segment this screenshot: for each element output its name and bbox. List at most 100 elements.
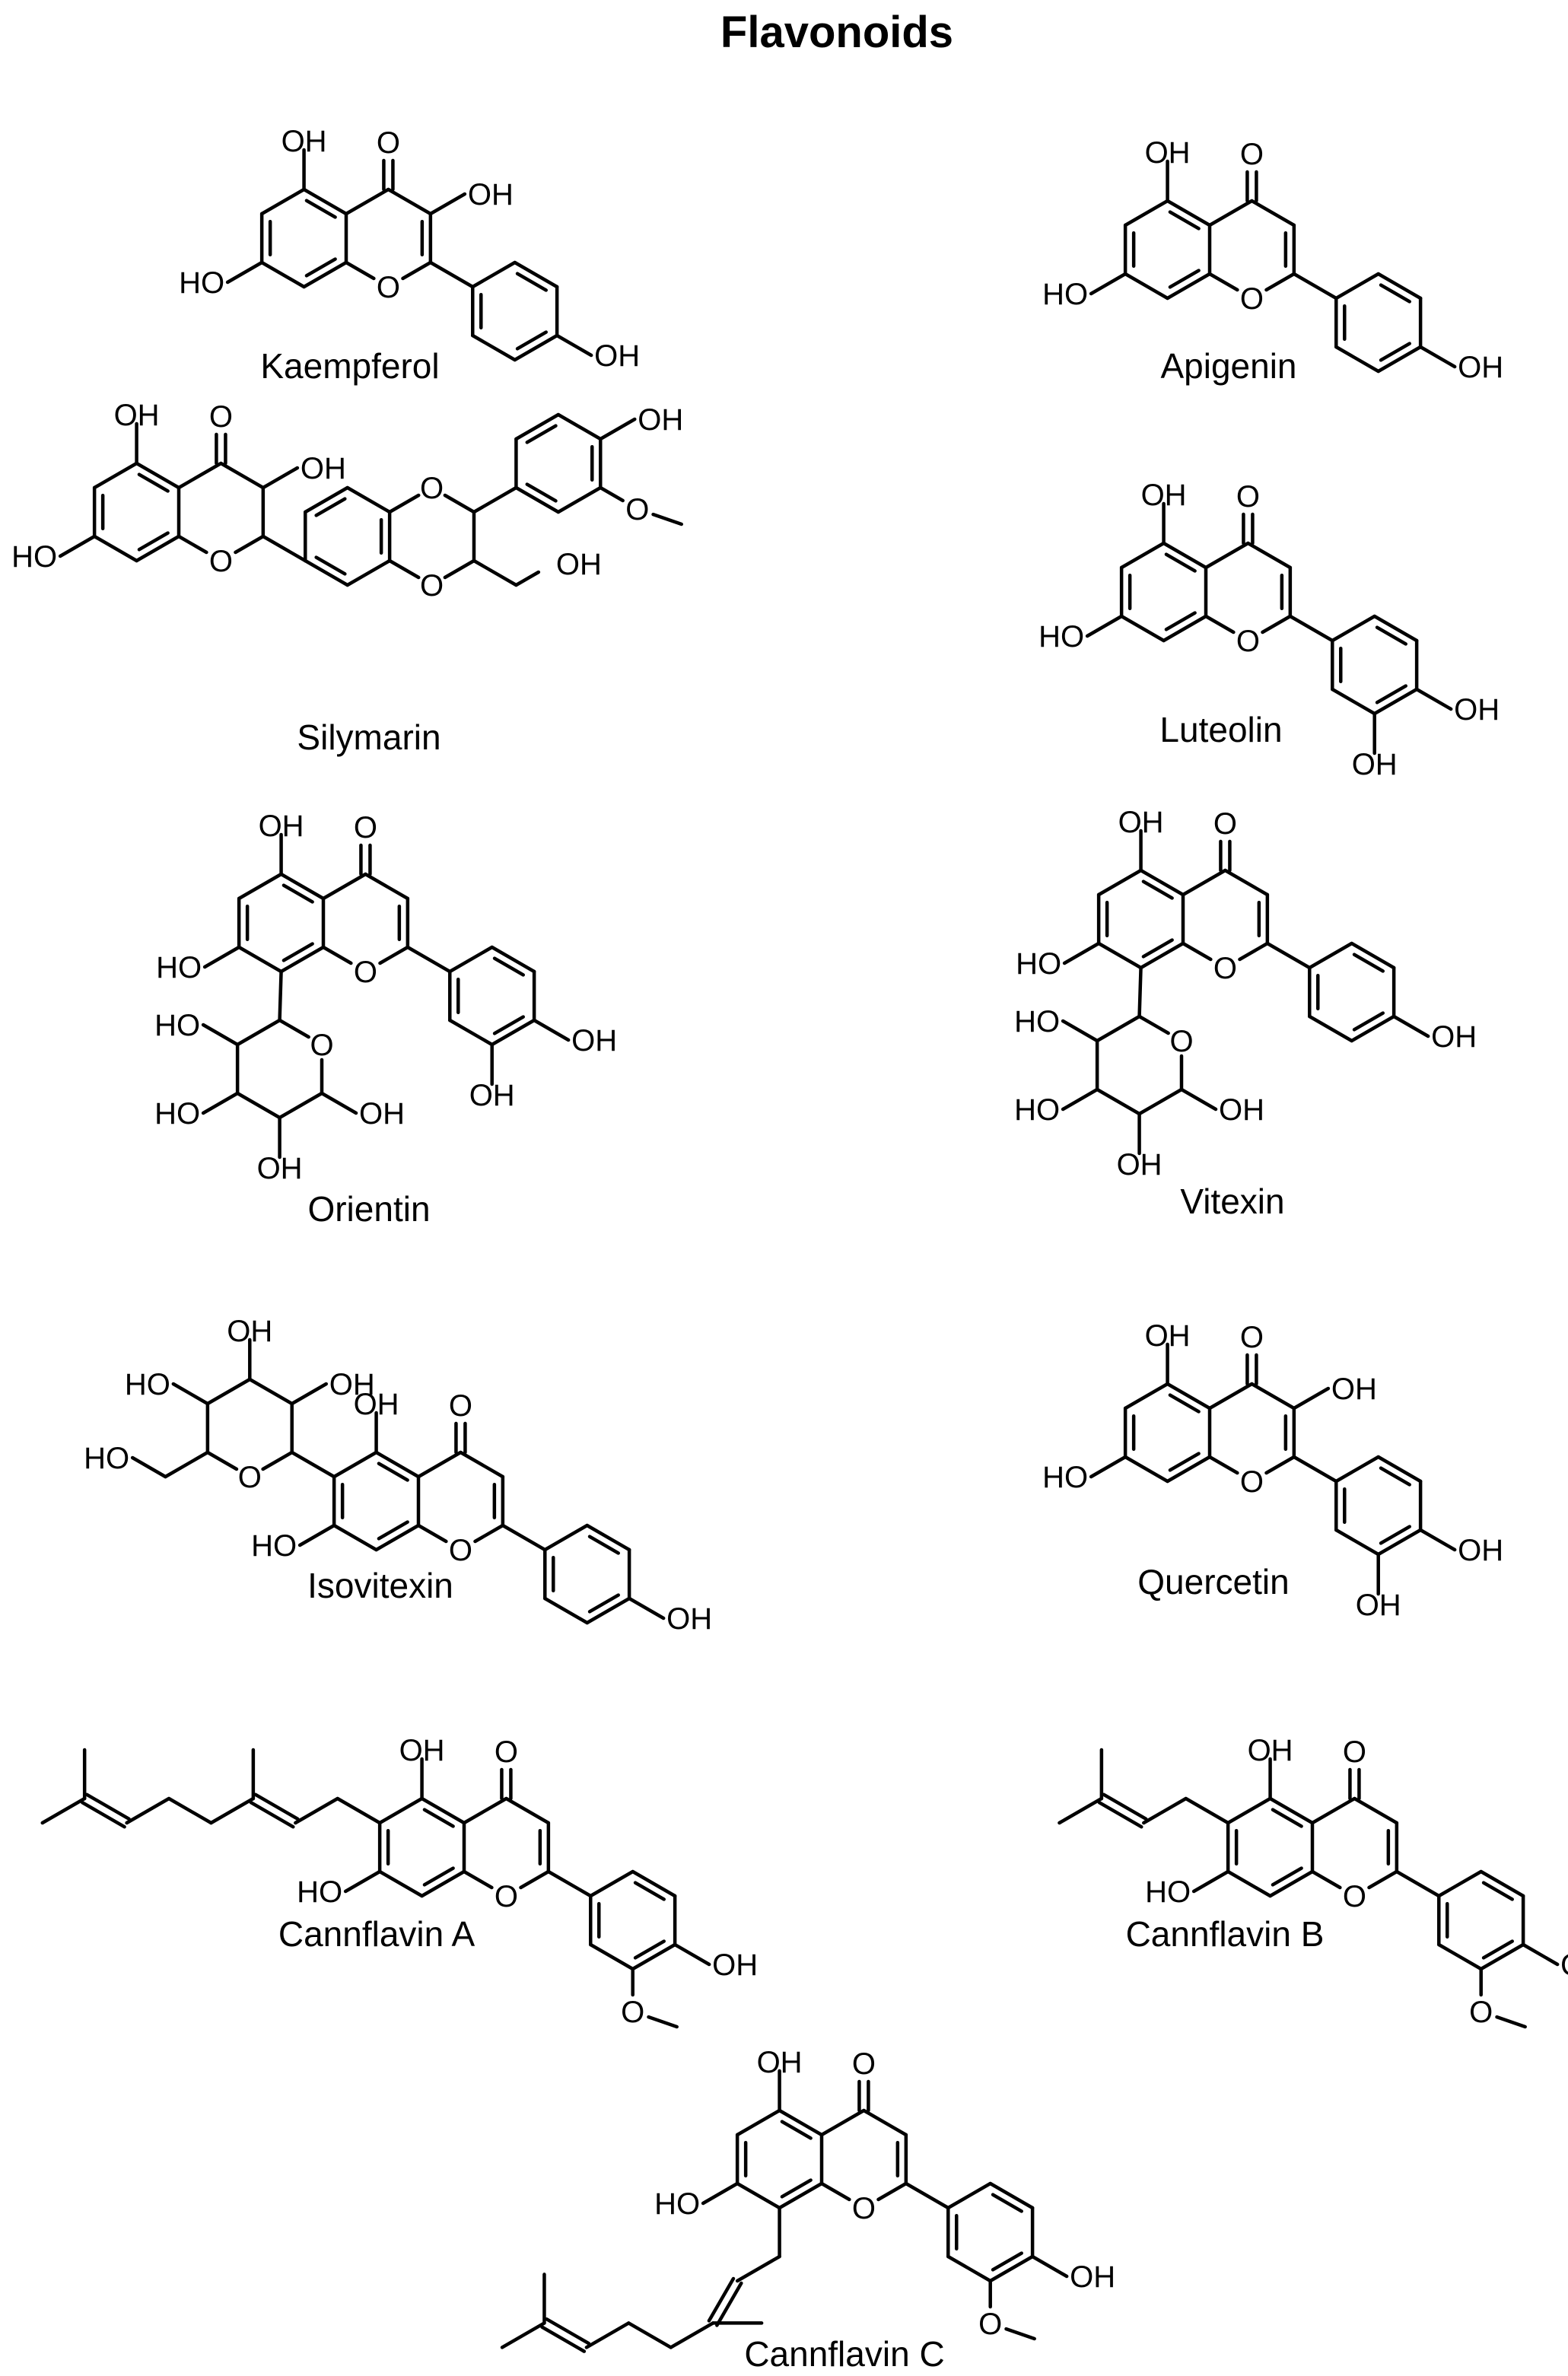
sugar-ring-bond [235,1018,281,1047]
double-bond-line [587,1593,621,1614]
aryl-bond [546,1869,593,1898]
hydroxyl-7-label: HO [1042,278,1088,311]
bond-line [1479,1869,1525,1898]
hydroxyl-3prime-label: OH [469,1079,515,1112]
sugar-hydroxyl-label: HO [1014,1093,1060,1127]
bond-line [513,333,559,362]
dioxane-oxygen-label: O [420,472,444,505]
carbonyl-oxygen-label: O [1343,1735,1366,1769]
bond-line [1353,1796,1399,1825]
double-bond-line [1379,283,1412,304]
bond-line [1238,941,1270,962]
bond-line [377,1796,424,1825]
carbonyl-oxygen-label: O [209,400,233,434]
ring-oxygen-label: O [209,545,233,578]
ring-oxygen-label: O [852,2192,876,2225]
bond-line [177,461,223,490]
double-bond-line [1097,1800,1143,1829]
bond-line [1331,614,1376,643]
bond-line [1139,868,1185,897]
hydroxyl-5-label: OH [399,1734,445,1767]
sugar-ring-bond [248,1377,294,1406]
bond-line [420,1796,466,1825]
bond-line [1226,1796,1272,1825]
double-bond-line [492,956,526,977]
chain-bond [130,1455,167,1479]
substituent-bond [1418,345,1457,369]
bond-line [631,1942,677,1971]
aryl-bond [472,485,518,514]
hydroxyl-3prime-label: OH [1356,1589,1401,1622]
double-bond-line [84,1792,131,1821]
double-bond-line [1168,1393,1201,1414]
hydroxyl-3-label: OH [1331,1372,1377,1406]
methyl-bond [651,512,684,526]
compound-name-kaempferol: Kaempferol [260,346,439,386]
double-bond-line [377,1462,409,1482]
hydroxyl-5-label: OH [1145,1319,1191,1353]
hydroxyl-5-label: OH [1248,1734,1293,1767]
bond-line [471,333,517,362]
chain-bond [336,1796,382,1825]
compound-name-luteolin: Luteolin [1159,710,1282,749]
hydroxyl-7-label: HO [1016,947,1061,981]
substituent-bond [1061,1019,1099,1043]
bond-line [345,558,392,587]
bond-line [514,412,561,441]
bond-line [1308,1014,1353,1043]
ring-oxygen-label: O [449,1534,472,1567]
bond-line [1166,199,1212,227]
chain-bond [500,2321,546,2349]
double-bond-line [422,1808,455,1828]
bond-line [1123,1382,1169,1411]
methoxy-oxygen-label: O [621,1996,644,2029]
bond-line [1123,272,1169,301]
hydroxyl-5-label: OH [281,125,327,158]
hydroxyl-3-label: OH [301,452,346,485]
sugar-hydroxyl-label: HO [125,1368,170,1401]
bond-line [1350,1014,1396,1043]
dioxane-oxygen-label: O [420,569,444,603]
bond-line [1207,1455,1239,1475]
double-bond-line [137,531,170,552]
hydroxyl-7-label: HO [1145,1875,1191,1909]
sugar-ring-bond [235,1091,281,1120]
bond-line [401,260,433,281]
bond-line [1437,1869,1483,1898]
compound-name-cannflavin-a: Cannflavin A [278,1914,475,1954]
sugar-hydroxyl-label: HO [154,1009,200,1042]
sugar-ring-bond [1137,1087,1184,1116]
bond-line [443,558,476,580]
carbonyl-oxygen-label: O [1240,1321,1264,1354]
substituent-bond [201,1023,240,1047]
bond-line [631,1869,677,1898]
hydroxyl-5-label: OH [354,1388,399,1421]
double-bond-line [1352,953,1385,973]
compound-name-cannflavin-b: Cannflavin B [1126,1914,1325,1954]
bond-line [1166,1455,1212,1484]
compound-name-apigenin: Apigenin [1160,346,1296,386]
double-bond-line [587,1535,621,1555]
compound-name-isovitexin: Isovitexin [307,1566,453,1605]
bond-line [364,872,410,901]
substituent-bond [673,1942,711,1967]
substituent-bond [1085,614,1124,638]
bond-line [1376,345,1423,374]
double-bond-line [377,1520,409,1541]
double-bond-line [715,2281,743,2327]
chain-bond [294,1796,339,1825]
methoxy-oxygen-label: O [625,493,649,526]
chain-bond [164,1450,210,1479]
bond-line [819,2108,866,2137]
bond-line [1162,541,1208,570]
bond-line [259,187,306,216]
substituent-bond [261,466,300,490]
bond-line [1376,1455,1423,1484]
ring-oxygen-label: O [354,956,377,989]
double-bond-line [780,2178,813,2199]
double-bond-line [281,883,314,904]
hydroxyl-4prime-label: OH [1454,693,1500,727]
double-bond-line [1375,625,1408,646]
aryl-bond [1292,1455,1338,1484]
